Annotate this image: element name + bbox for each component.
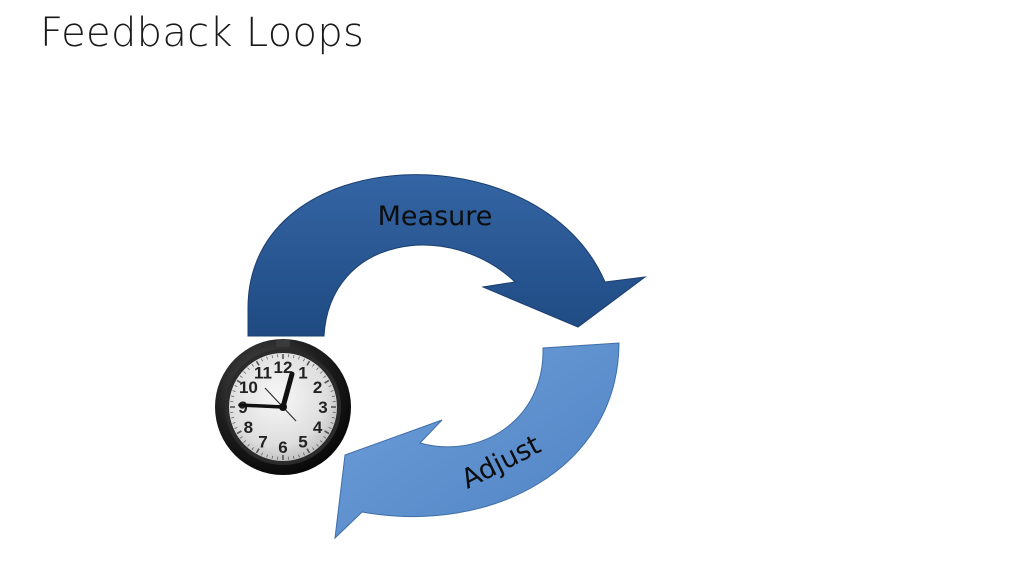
clock-tick <box>323 436 327 439</box>
clock-tick <box>236 430 242 435</box>
clock-tick <box>302 358 305 362</box>
clock-numeral: 5 <box>298 433 307 452</box>
clock-tick <box>319 371 323 374</box>
clock-tick <box>328 426 332 429</box>
clock-numeral: 12 <box>274 358 293 377</box>
clock-tick <box>239 375 243 378</box>
clock-tick <box>266 454 268 458</box>
clock-tick <box>323 375 327 378</box>
clock-numeral: 11 <box>254 363 272 382</box>
clock-tick <box>251 363 254 367</box>
clock-tick <box>331 395 335 397</box>
clock-tick <box>312 363 315 367</box>
adjust-arrow: Adjust <box>334 342 620 540</box>
clock-tick <box>247 443 250 447</box>
clock-tick <box>324 379 330 384</box>
clock-tick <box>302 452 305 456</box>
clock-numeral: 3 <box>318 398 327 417</box>
clock-tick <box>251 447 254 451</box>
clock-tick <box>231 417 235 419</box>
clock-tick <box>266 356 268 360</box>
clock-tick <box>324 430 330 435</box>
clock-tick <box>232 422 236 424</box>
measure-arrow: Measure <box>247 174 647 337</box>
clock-ticks <box>230 354 336 460</box>
clock-tick <box>319 440 323 443</box>
clock-hour-hand <box>280 371 295 410</box>
clock-numeral: 1 <box>298 363 307 382</box>
clock-numeral: 7 <box>258 433 267 452</box>
clock-tick <box>330 422 334 424</box>
clock-tick <box>239 436 243 439</box>
clock-tick <box>232 390 236 392</box>
clock-tick <box>243 440 247 443</box>
clock-tick <box>316 443 319 447</box>
clock-numeral: 2 <box>313 378 322 397</box>
clock-numeral: 8 <box>244 418 253 437</box>
measure-label: Measure <box>378 201 493 232</box>
clock-tick <box>234 385 238 388</box>
clock-tick <box>298 356 300 360</box>
clock-tick <box>312 447 315 451</box>
clock-tick <box>330 390 334 392</box>
clock-numeral: 10 <box>239 378 258 397</box>
clock-tick <box>328 385 332 388</box>
clock-tick <box>306 448 311 454</box>
clock-tick <box>293 355 295 359</box>
clock-tick <box>261 452 264 456</box>
clock-tick <box>261 358 264 362</box>
clock-tick <box>316 367 319 371</box>
clock-tick <box>236 379 242 384</box>
clock-numeral: 9 <box>238 398 247 417</box>
clock-tick <box>234 426 238 429</box>
clock-tick <box>271 355 273 359</box>
slide-title: Feedback Loops <box>40 10 365 56</box>
clock-numeral: 6 <box>278 438 287 457</box>
clock-tick <box>331 417 335 419</box>
clock-tick <box>293 455 295 459</box>
clock-tick <box>255 448 260 454</box>
clock-numeral: 4 <box>313 418 323 437</box>
clock-tick <box>231 395 235 397</box>
clock-tick <box>298 454 300 458</box>
clock-tick <box>271 455 273 459</box>
clock-tick <box>247 367 250 371</box>
clock-tick <box>306 360 311 366</box>
clock-tick <box>243 371 247 374</box>
clock-tick <box>255 360 260 366</box>
clock-minute-hand <box>238 403 285 409</box>
